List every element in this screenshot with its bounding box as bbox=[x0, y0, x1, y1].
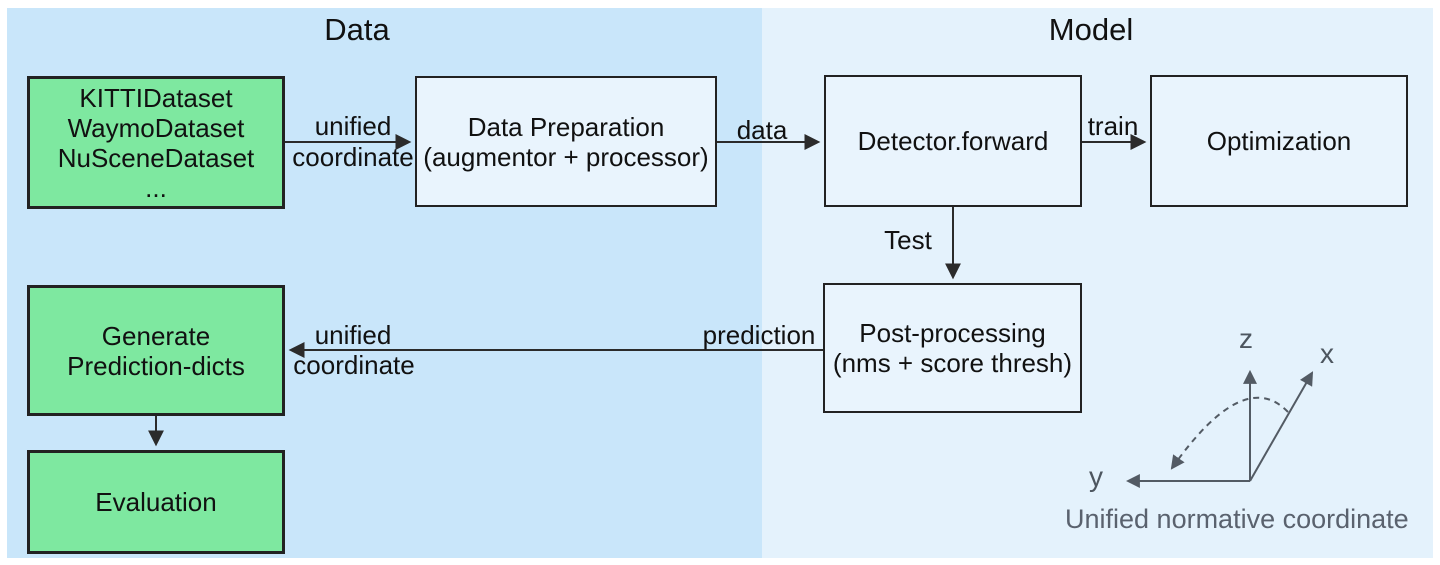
prediction-edge-label: prediction bbox=[702, 320, 816, 350]
x-axis-label: x bbox=[1320, 338, 1334, 369]
axes-caption: Unified normative coordinate bbox=[1065, 504, 1409, 534]
evaluation-label: Evaluation bbox=[95, 487, 217, 517]
data-preparation-line1: Data Preparation bbox=[467, 111, 665, 142]
data-section-title: Data bbox=[324, 12, 390, 47]
generate-prediction-line1: Generate bbox=[101, 320, 211, 351]
post-processing-line1: Post-processing bbox=[859, 318, 1046, 348]
data-preparation-line2: (augmentor + processor) bbox=[423, 141, 709, 172]
unified-coordinate-out-label-line1: unified bbox=[314, 320, 392, 350]
model-section-title: Model bbox=[1048, 12, 1134, 47]
post-processing-box: Post-processing (nms + score thresh) bbox=[823, 283, 1082, 413]
post-processing-line2: (nms + score thresh) bbox=[832, 348, 1073, 378]
train-edge-label: train bbox=[1087, 111, 1139, 141]
datasets-box-ellipsis: ... bbox=[145, 172, 167, 203]
detector-forward-box: Detector.forward bbox=[824, 75, 1082, 207]
datasets-box: KITTIDataset WaymoDataset NuSceneDataset… bbox=[27, 76, 285, 209]
datasets-box-line3: NuSceneDataset bbox=[57, 142, 255, 173]
detector-forward-label: Detector.forward bbox=[857, 126, 1049, 156]
datasets-box-line1: KITTIDataset bbox=[79, 82, 233, 113]
data-preparation-box: Data Preparation (augmentor + processor) bbox=[415, 76, 717, 207]
generate-prediction-line2: Prediction-dicts bbox=[67, 350, 245, 381]
test-edge-label: Test bbox=[884, 225, 932, 255]
unified-coordinate-in-label-line1: unified bbox=[314, 111, 392, 141]
data-edge-label: data bbox=[736, 115, 788, 145]
unified-coordinate-in-label-line2: coordinate bbox=[292, 142, 414, 172]
datasets-box-line2: WaymoDataset bbox=[67, 112, 245, 143]
z-axis-label: z bbox=[1239, 323, 1253, 354]
y-axis-label: y bbox=[1089, 461, 1103, 492]
optimization-label: Optimization bbox=[1206, 126, 1352, 156]
generate-prediction-dicts-box: Generate Prediction-dicts bbox=[27, 285, 285, 416]
unified-coordinate-out-label-line2: coordinate bbox=[293, 350, 415, 380]
optimization-box: Optimization bbox=[1150, 75, 1408, 207]
evaluation-box: Evaluation bbox=[27, 450, 285, 554]
